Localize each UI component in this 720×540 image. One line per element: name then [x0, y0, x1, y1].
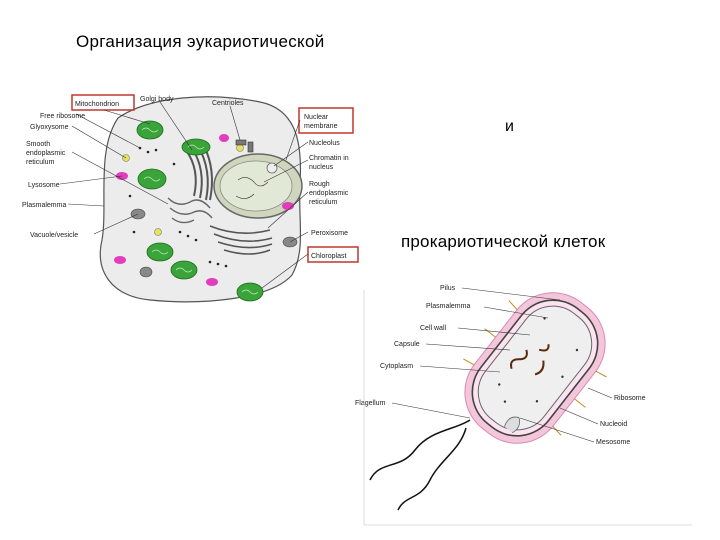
label-flagellum: Flagellum	[355, 400, 386, 407]
prokaryote-leader-lines	[391, 287, 613, 443]
label-smooth-er-1: Smooth	[26, 141, 50, 148]
label-nuclear-membrane-2: membrane	[304, 123, 338, 130]
label-smooth-er-3: reticulum	[26, 159, 55, 166]
label-nuclear-membrane-1: Nuclear	[304, 114, 329, 121]
label-chloroplast: Chloroplast	[311, 253, 346, 260]
label-cell-wall: Cell wall	[420, 325, 447, 332]
label-peroxisome: Peroxisome	[311, 230, 348, 237]
label-lysosome: Lysosome	[28, 182, 60, 189]
label-chromatin-1: Chromatin in	[309, 155, 349, 162]
label-ribosome: Ribosome	[614, 395, 646, 402]
label-vacuole: Vacuole/vesicle	[30, 232, 78, 239]
mitochondria-cristae	[141, 127, 259, 295]
label-smooth-er-2: endoplasmic	[26, 150, 66, 157]
eukaryote-leader-lines	[59, 101, 309, 289]
label-chromatin-2: nucleus	[309, 164, 334, 171]
label-plasmalemma-prok: Plasmalemma	[426, 303, 470, 310]
chromatin	[235, 177, 269, 199]
label-pilus: Pilus	[440, 285, 456, 292]
plasmalemma-membrane	[477, 305, 593, 431]
label-rough-er-2: endoplasmic	[309, 190, 349, 197]
label-nucleolus: Nucleolus	[309, 140, 340, 147]
conjunction-text: и	[505, 118, 514, 135]
nuclear-membrane-label-box	[298, 107, 354, 134]
label-free-ribosome: Free ribosome	[40, 113, 85, 120]
pili	[463, 300, 607, 436]
centrioles	[235, 139, 254, 153]
free-ribosomes	[128, 146, 228, 268]
chloroplast-label-box	[307, 246, 359, 263]
nucleolus	[266, 162, 278, 174]
prokaryotic-cell-diagram: Pilus Plasmalemma Cell wall Capsule Cyto…	[355, 285, 692, 526]
prokaryotic-heading: прокариотической клеток	[401, 232, 606, 251]
label-mesosome: Mesosome	[596, 439, 630, 446]
slide-title: Организация эукариотической	[76, 32, 325, 51]
label-cytoplasm: Cytoplasm	[380, 363, 413, 370]
label-glyoxysome: Glyoxysome	[30, 124, 69, 131]
label-capsule: Capsule	[394, 341, 420, 348]
smooth-er	[167, 197, 213, 224]
eukaryotic-cell-diagram: Mitochondrion Free ribosome Glyoxysome S…	[22, 94, 359, 303]
mesosome	[504, 416, 520, 434]
label-nucleoid: Nucleoid	[600, 421, 627, 428]
label-rough-er-3: reticulum	[309, 199, 338, 206]
label-golgi: Golgi body	[140, 96, 174, 103]
label-plasmalemma: Plasmalemma	[22, 202, 66, 209]
label-rough-er-1: Rough	[309, 181, 330, 188]
nucleoid	[510, 344, 550, 376]
mitochondria	[136, 120, 264, 302]
mitochondrion-label-box	[71, 94, 135, 111]
label-mitochondrion: Mitochondrion	[75, 101, 119, 108]
label-centrioles: Centrioles	[212, 100, 244, 107]
rough-er	[209, 225, 273, 255]
nucleus-inner	[219, 160, 293, 212]
flagellum	[369, 419, 471, 511]
